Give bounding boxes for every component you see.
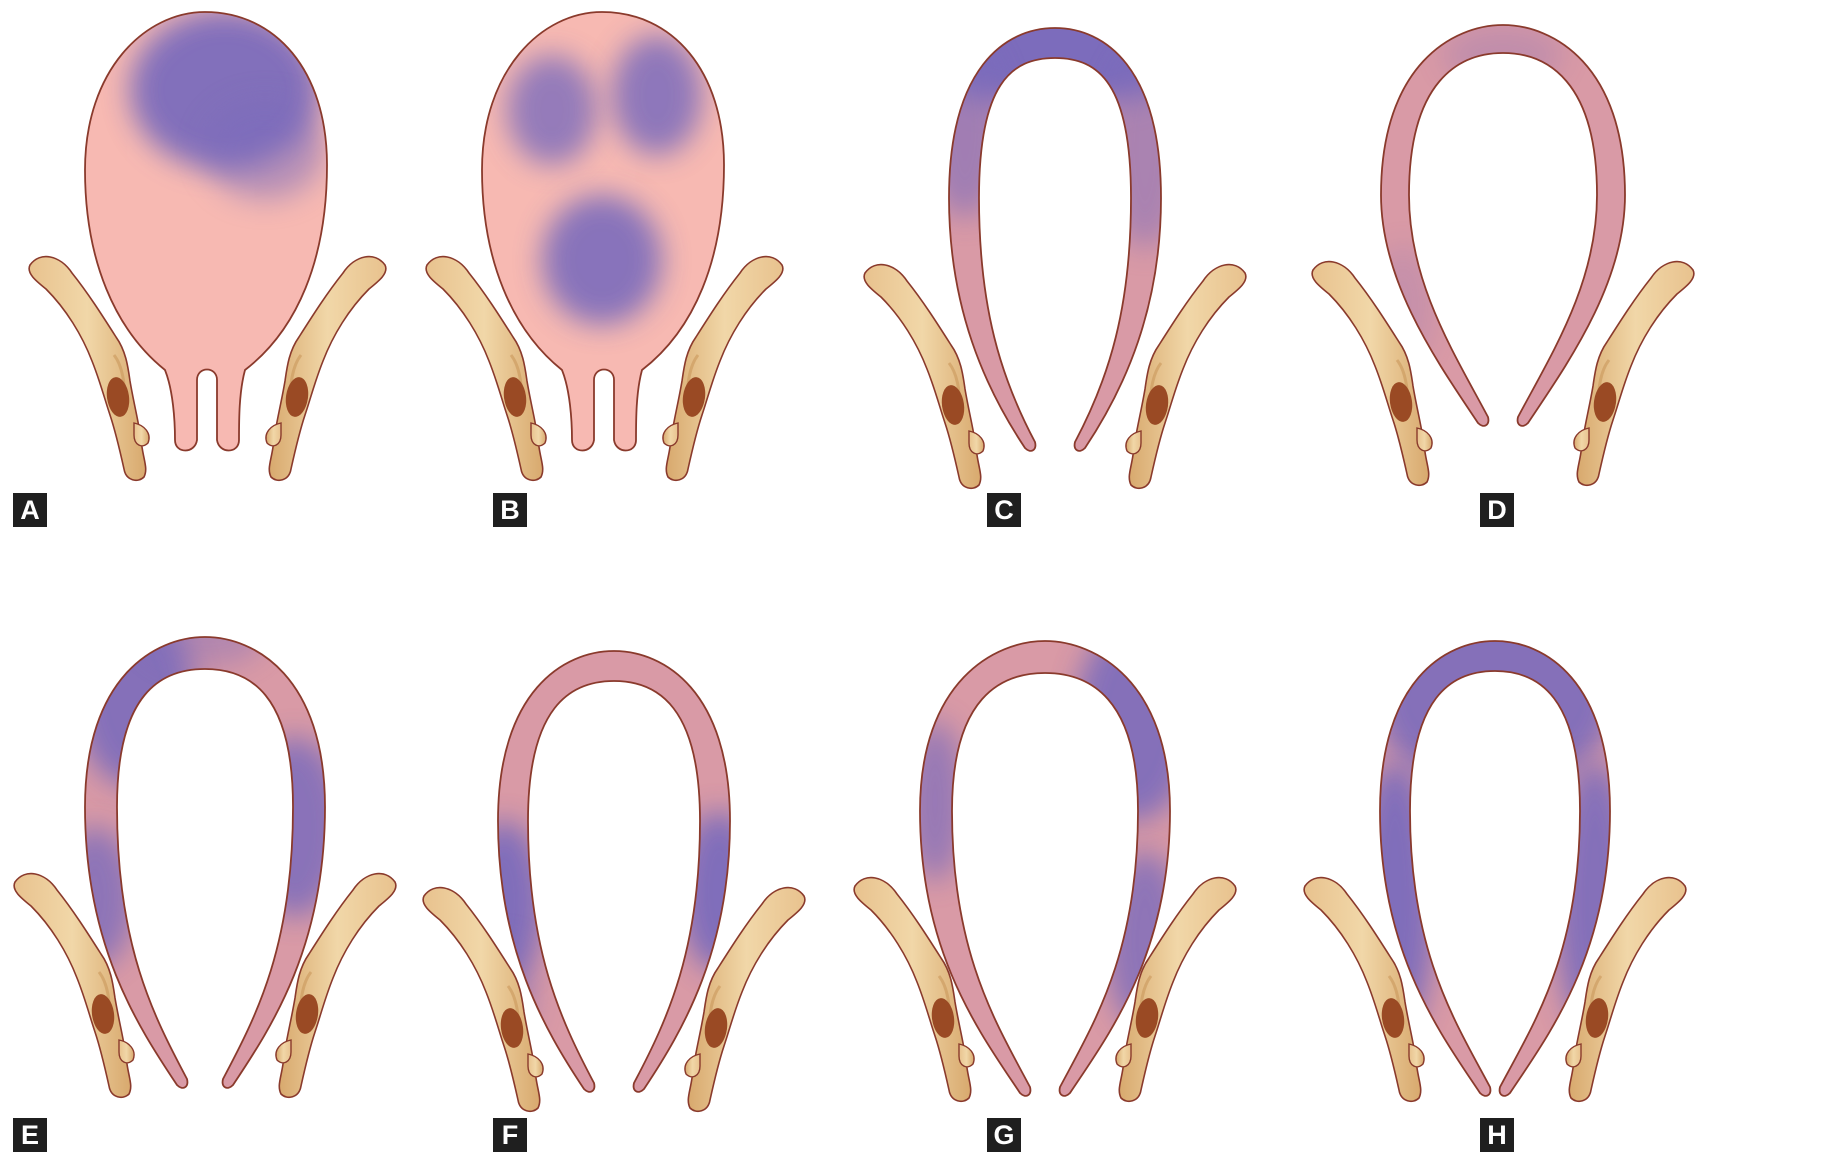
panel-b: B [460, 0, 920, 540]
panel-label-h: H [1480, 1118, 1514, 1152]
panel-h: H [1380, 619, 1835, 1159]
panel-e-illustration [0, 619, 460, 1159]
panel-a: A [0, 0, 460, 540]
panel-label-e: E [13, 1118, 47, 1152]
panel-a-illustration [0, 0, 460, 540]
panel-label-f: F [493, 1118, 527, 1152]
panel-label-d: D [1480, 493, 1514, 527]
panel-h-illustration [1380, 619, 1835, 1159]
panel-label-g: G [987, 1118, 1021, 1152]
panel-label-c: C [987, 493, 1021, 527]
panel-c-illustration [920, 0, 1380, 540]
panel-f: F [460, 619, 920, 1159]
panel-d-illustration [1380, 0, 1835, 540]
panel-label-a: A [13, 493, 47, 527]
panel-label-b: B [493, 493, 527, 527]
panel-b-illustration [460, 0, 920, 540]
panel-d: D [1380, 0, 1835, 540]
panel-c: C [920, 0, 1380, 540]
panel-f-illustration [460, 619, 920, 1159]
panel-e: E [0, 619, 460, 1159]
